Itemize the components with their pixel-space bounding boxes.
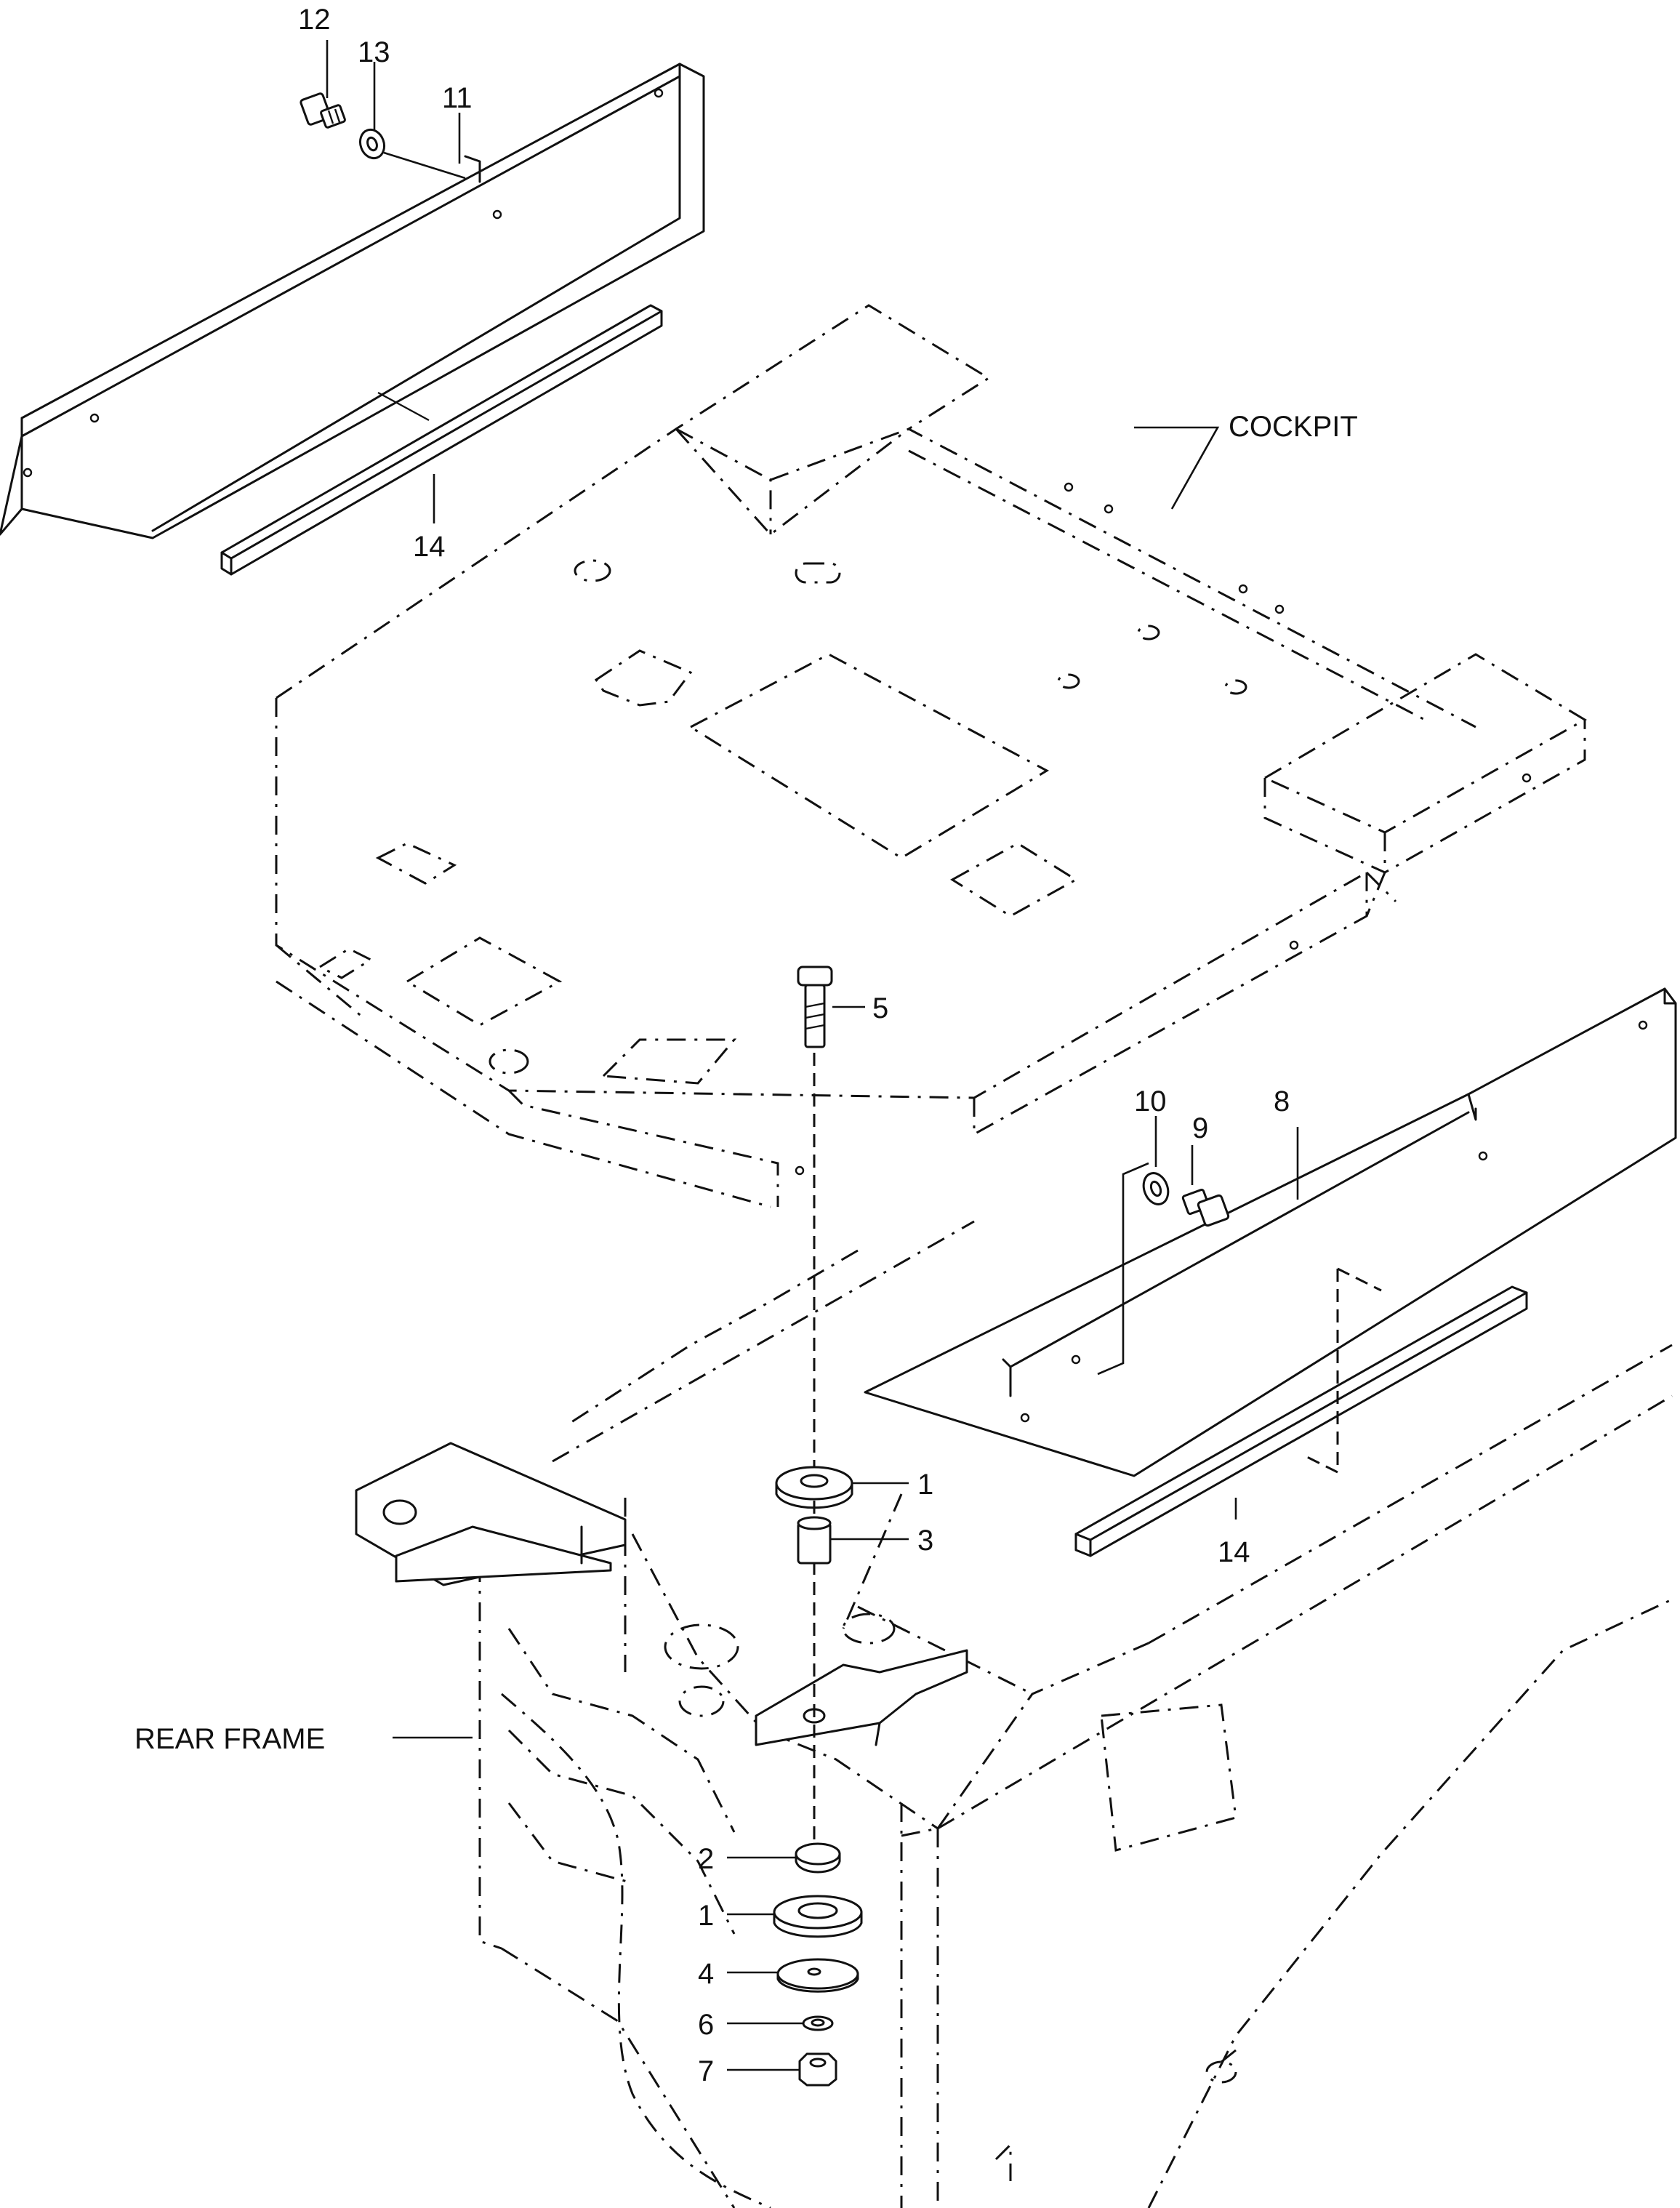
callout-14-right: 14 [1218,1536,1250,1568]
bolt-9 [1181,1188,1230,1227]
rear-frame-label: REAR FRAME [134,1723,325,1755]
callout-9: 9 [1192,1112,1208,1144]
lock-washer-6 [802,2015,834,2031]
rear-frame-outline [478,1220,1673,2208]
right-rubber-strip [1074,1267,1528,1557]
callout-1-bottom: 1 [698,1900,714,1932]
bolt-12 [300,92,346,129]
callout-3: 3 [917,1525,933,1557]
rubber-mount-1-bottom [773,1895,863,1938]
left-cover-plate [0,63,705,539]
right-cover-plate [864,987,1677,1477]
rubber-mount-1-top [775,1466,853,1509]
callout-8: 8 [1274,1085,1290,1117]
frame-bracket [355,1442,968,1746]
bolt-5 [797,966,833,1048]
washer-10 [1142,1172,1170,1205]
cockpit-label: COCKPIT [1229,411,1358,443]
callout-10: 10 [1134,1085,1167,1117]
collar-3 [797,1516,832,1565]
collar-2 [795,1842,841,1874]
callout-1-top: 1 [917,1469,933,1501]
callout-14-left: 14 [413,531,446,563]
callout-4: 4 [698,1958,714,1990]
callout-5: 5 [872,992,888,1024]
callout-11: 11 [442,82,473,114]
callout-7: 7 [698,2055,714,2087]
callout-13: 13 [358,36,390,68]
callout-2: 2 [698,1843,714,1875]
callout-6: 6 [698,2009,714,2041]
cockpit-leader [1134,426,1220,510]
left-rubber-strip [220,304,663,576]
cockpit-outline [275,304,1587,1208]
callout-12: 12 [298,4,331,36]
washer-13 [358,128,386,160]
washer-4 [776,1958,859,1993]
nut-7 [798,2052,837,2087]
